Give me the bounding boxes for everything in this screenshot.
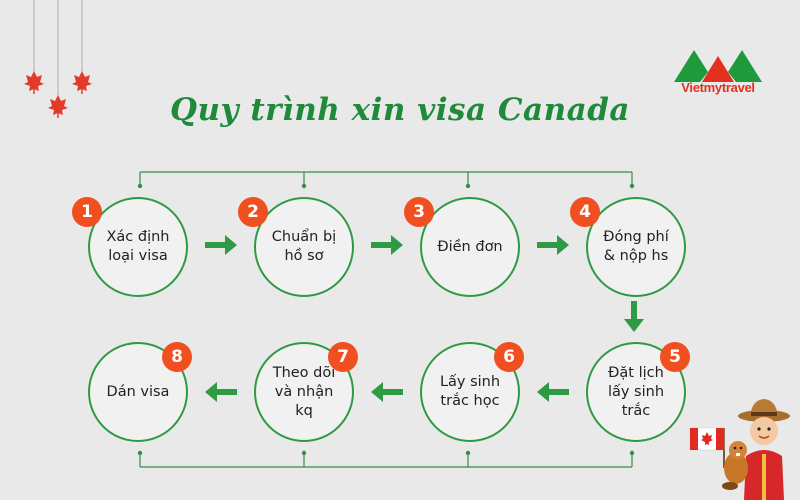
step-4-badge: 4 — [570, 197, 600, 227]
step-3-badge: 3 — [404, 197, 434, 227]
step-7-badge: 7 — [328, 342, 358, 372]
step-8-badge: 8 — [162, 342, 192, 372]
arrow-left-icon — [537, 382, 569, 402]
step-5-label: Đặt lịch lấy sinh trắc — [607, 364, 665, 419]
step-6-circle: 6 Lấy sinh trắc học — [420, 342, 524, 442]
arrow-right-icon — [205, 235, 237, 255]
maple-leaf-icon — [24, 71, 44, 94]
bottom-bracket — [137, 450, 635, 468]
step-8-label: Dán visa — [106, 383, 170, 400]
vietmytravel-logo — [674, 50, 762, 82]
step-4-circle: 4 Đóng phí & nộp hs — [570, 197, 686, 297]
step-6-label: Lấy sinh trắc học — [439, 374, 501, 409]
step-1-badge: 1 — [72, 197, 102, 227]
step-3-label: Điền đơn — [437, 238, 503, 255]
hanging-maple-leaves — [24, 0, 92, 118]
step-6-badge: 6 — [494, 342, 524, 372]
arrow-right-icon — [371, 235, 403, 255]
step-5-circle: 5 Đặt lịch lấy sinh trắc — [586, 342, 690, 442]
step-2-circle: 2 Chuẩn bị hồ sơ — [238, 197, 354, 297]
step-2-badge: 2 — [238, 197, 268, 227]
arrow-left-icon — [371, 382, 403, 402]
arrow-down-icon — [624, 301, 644, 332]
maple-leaf-icon — [72, 71, 92, 94]
page-title: Quy trình xin visa Canada — [169, 92, 630, 128]
logo-text: Vietmytravel — [681, 80, 755, 95]
step-1-label: Xác định loại visa — [106, 229, 170, 264]
arrow-right-icon — [537, 235, 569, 255]
step-2-label: Chuẩn bị hồ sơ — [271, 229, 337, 264]
step-7-circle: 7 Theo dõi và nhận kq — [254, 342, 358, 442]
arrow-left-icon — [205, 382, 237, 402]
step-1-circle: 1 Xác định loại visa — [72, 197, 188, 297]
top-bracket — [137, 171, 635, 189]
step-7-label: Theo dõi và nhận kq — [272, 364, 336, 419]
step-5-badge: 5 — [660, 342, 690, 372]
canada-flag-icon — [689, 427, 725, 468]
mountie-mascot-icon — [689, 399, 790, 500]
step-4-label: Đóng phí & nộp hs — [603, 229, 669, 264]
step-8-circle: 8 Dán visa — [88, 342, 192, 442]
maple-leaf-icon — [48, 95, 68, 118]
step-3-circle: 3 Điền đơn — [404, 197, 520, 297]
